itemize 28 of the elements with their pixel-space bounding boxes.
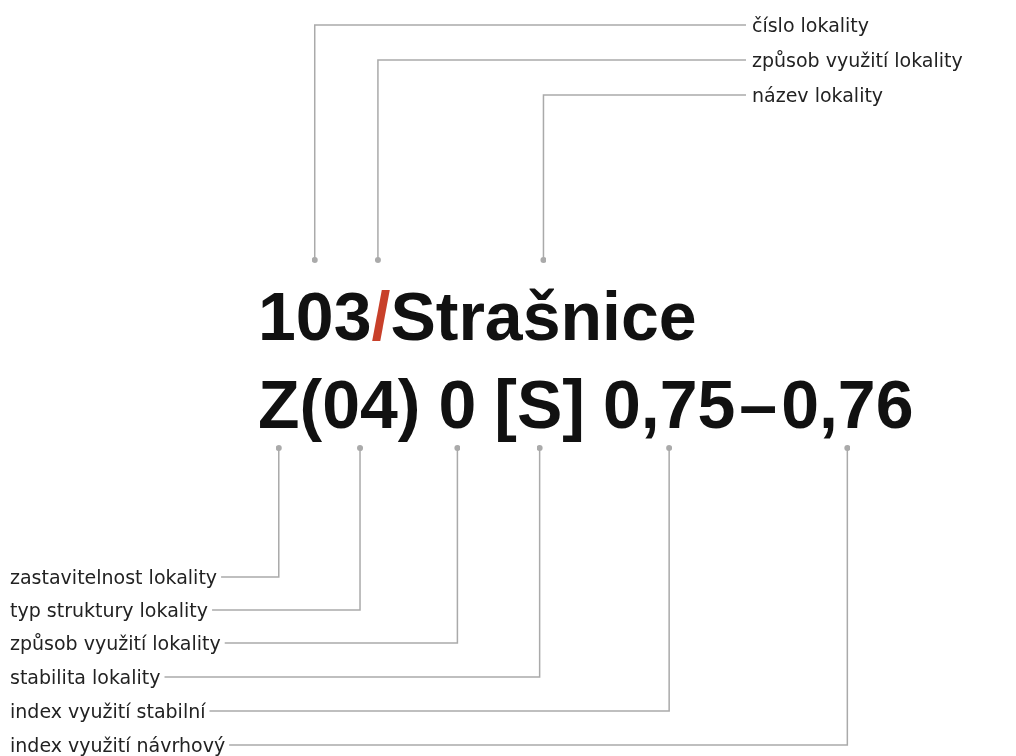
code-text: (04)	[299, 368, 421, 440]
leader-line	[211, 445, 363, 611]
annotation-label: název lokality	[752, 83, 884, 107]
annotation-label: stabilita lokality	[10, 665, 161, 689]
annotation-label: způsob využití lokality	[10, 631, 221, 655]
leader-line	[540, 94, 747, 263]
dash-text: –	[739, 368, 778, 440]
code-text: 0,75	[602, 368, 736, 440]
annotation-label: typ struktury lokality	[10, 598, 209, 622]
leader-line	[208, 445, 673, 712]
annotation-label: způsob využití lokality	[752, 48, 963, 72]
code-text: Z	[258, 368, 300, 440]
leader-line	[311, 24, 747, 263]
code-text: 0,76	[781, 368, 914, 440]
code-text: [S]	[494, 368, 585, 440]
code-text: 0	[438, 368, 477, 440]
code-text: 103	[258, 280, 372, 352]
annotation-label: index využití návrhový	[10, 733, 226, 756]
leader-line	[163, 445, 543, 678]
leader-line	[220, 445, 282, 578]
code-text: /	[371, 280, 391, 352]
annotation-label: číslo lokality	[752, 13, 870, 37]
leader-line	[374, 59, 747, 263]
annotation-label: zastavitelnost lokality	[10, 565, 218, 589]
annotation-label: index využití stabilní	[10, 699, 206, 723]
code-text: Strašnice	[390, 280, 697, 352]
leader-line	[223, 445, 461, 644]
leader-line	[228, 445, 851, 746]
